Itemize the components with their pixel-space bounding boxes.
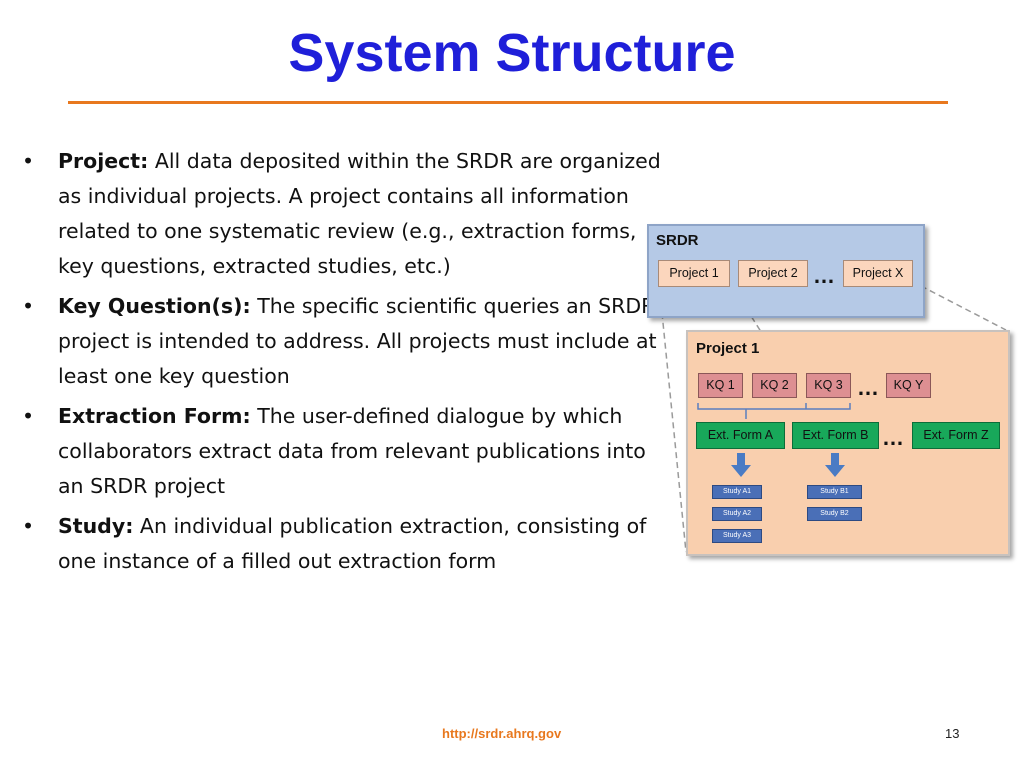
project-box: Project X — [843, 260, 913, 287]
kq-bracket — [697, 403, 851, 419]
key-question-box: KQ 2 — [752, 373, 797, 398]
title-underline — [68, 101, 948, 104]
bullet-term: Key Question(s): — [58, 294, 251, 318]
bullet-dot: • — [22, 149, 35, 173]
project-detail-label: Project 1 — [696, 340, 760, 357]
srdr-panel: SRDR Project 1 Project 2 … Project X — [647, 224, 925, 318]
ellipsis: … — [857, 375, 879, 400]
bullet-item-project: • Project: All data deposited within the… — [22, 144, 672, 284]
bullet-text: The specific scientific queries an SRDR … — [58, 294, 657, 388]
footer-url: http://srdr.ahrq.gov — [442, 726, 562, 741]
study-box: Study A1 — [712, 485, 762, 499]
project-box: Project 2 — [738, 260, 808, 287]
extraction-form-box: Ext. Form A — [696, 422, 785, 449]
key-question-box: KQ 3 — [806, 373, 851, 398]
project-box: Project 1 — [658, 260, 730, 287]
down-arrow-icon — [825, 453, 845, 477]
bullet-term: Extraction Form: — [58, 404, 251, 428]
bullet-dot: • — [22, 514, 35, 538]
study-box: Study A2 — [712, 507, 762, 521]
bullet-dot: • — [22, 294, 35, 318]
slide-title: System Structure — [288, 23, 736, 83]
ellipsis: … — [813, 263, 835, 288]
down-arrow-icon — [731, 453, 751, 477]
study-box: Study B2 — [807, 507, 862, 521]
bullet-term: Study: — [58, 514, 134, 538]
key-question-box: KQ Y — [886, 373, 931, 398]
ellipsis: … — [882, 425, 904, 450]
bullet-text: All data deposited within the SRDR are o… — [58, 149, 661, 278]
extraction-form-box: Ext. Form B — [792, 422, 879, 449]
study-box: Study B1 — [807, 485, 862, 499]
bullet-text: An individual publication extraction, co… — [58, 514, 647, 573]
page-number: 13 — [945, 726, 960, 741]
extraction-form-box: Ext. Form Z — [912, 422, 1000, 449]
connector-line — [658, 282, 687, 553]
bullet-item-study: • Study: An individual publication extra… — [22, 509, 672, 579]
srdr-label: SRDR — [656, 232, 699, 249]
bullet-item-extraction-form: • Extraction Form: The user-defined dial… — [22, 399, 672, 504]
bullet-list: • Project: All data deposited within the… — [22, 144, 672, 584]
bullet-dot: • — [22, 404, 35, 428]
key-question-box: KQ 1 — [698, 373, 743, 398]
study-box: Study A3 — [712, 529, 762, 543]
connector-line — [920, 285, 1007, 331]
project-detail-panel: Project 1 KQ 1 KQ 2 KQ 3 … KQ Y Ext. For… — [686, 330, 1010, 556]
bullet-text: The user-defined dialogue by which colla… — [58, 404, 646, 498]
bullet-item-key-question: • Key Question(s): The specific scientif… — [22, 289, 672, 394]
bullet-term: Project: — [58, 149, 149, 173]
